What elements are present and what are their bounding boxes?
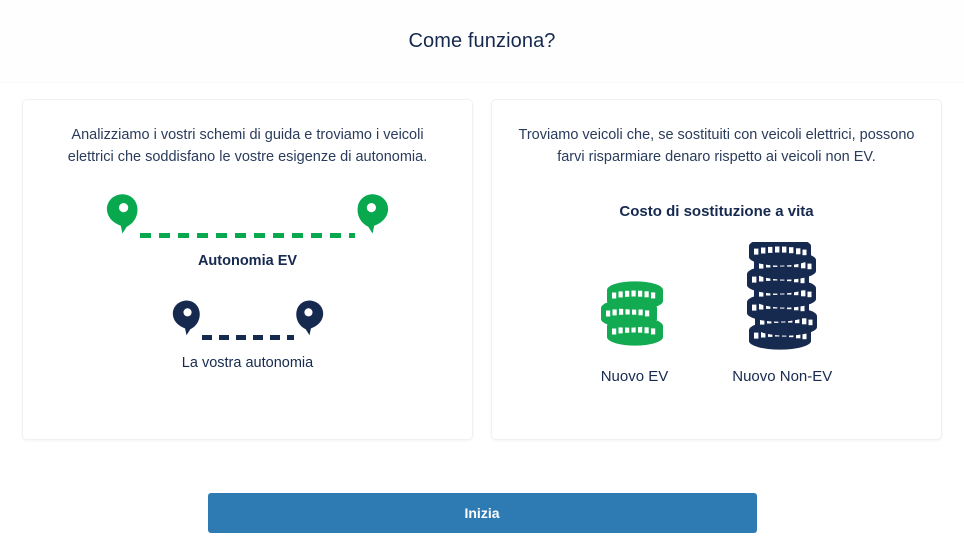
coin-stack-non-ev-label: Nuovo Non-EV bbox=[732, 367, 833, 385]
route-dashed-line-green bbox=[140, 232, 355, 238]
coin-stack-navy-icon bbox=[745, 241, 819, 354]
start-button[interactable]: Inizia bbox=[207, 493, 757, 533]
ev-range-label: Autonomia EV bbox=[197, 252, 298, 269]
pin-row-navy bbox=[172, 299, 324, 343]
coin-stack-ev: Nuovo EV bbox=[600, 242, 669, 385]
your-range-label: La vostra autonomia bbox=[181, 354, 314, 371]
coin-stacks-container: Nuovo EV bbox=[516, 241, 917, 385]
card-lifetime-cost: Troviamo veicoli che, se sostituiti con … bbox=[491, 99, 942, 440]
card-description: Troviamo veicoli che, se sostituiti con … bbox=[518, 127, 915, 166]
cards-container: Analizziamo i vostri schemi di guida e t… bbox=[22, 99, 942, 440]
card-ev-range: Analizziamo i vostri schemi di guida e t… bbox=[22, 99, 473, 440]
coin-stack-ev-label: Nuovo EV bbox=[600, 367, 669, 385]
coin-stack-green-icon bbox=[601, 242, 667, 354]
coin-stack-non-ev: Nuovo Non-EV bbox=[732, 241, 833, 385]
ev-range-illustration: Autonomia EV bbox=[106, 194, 389, 269]
modal-header: Come funziona? bbox=[0, 0, 964, 83]
map-pin-start-icon bbox=[106, 192, 140, 241]
modal-body: Analizziamo i vostri schemi di guida e t… bbox=[0, 83, 964, 477]
card-description: Analizziamo i vostri schemi di guida e t… bbox=[67, 127, 428, 166]
route-dashed-line-navy bbox=[201, 334, 294, 340]
page-title: Come funziona? bbox=[408, 29, 556, 52]
your-range-illustration: La vostra autonomia bbox=[172, 299, 324, 371]
lifetime-cost-title: Costo di sostituzione a vita bbox=[619, 202, 814, 220]
map-pin-end-icon bbox=[355, 192, 389, 241]
map-pin-start-icon bbox=[172, 298, 202, 343]
pin-row-green bbox=[106, 194, 389, 241]
modal-footer: Inizia bbox=[0, 477, 964, 555]
map-pin-end-icon bbox=[294, 298, 324, 343]
